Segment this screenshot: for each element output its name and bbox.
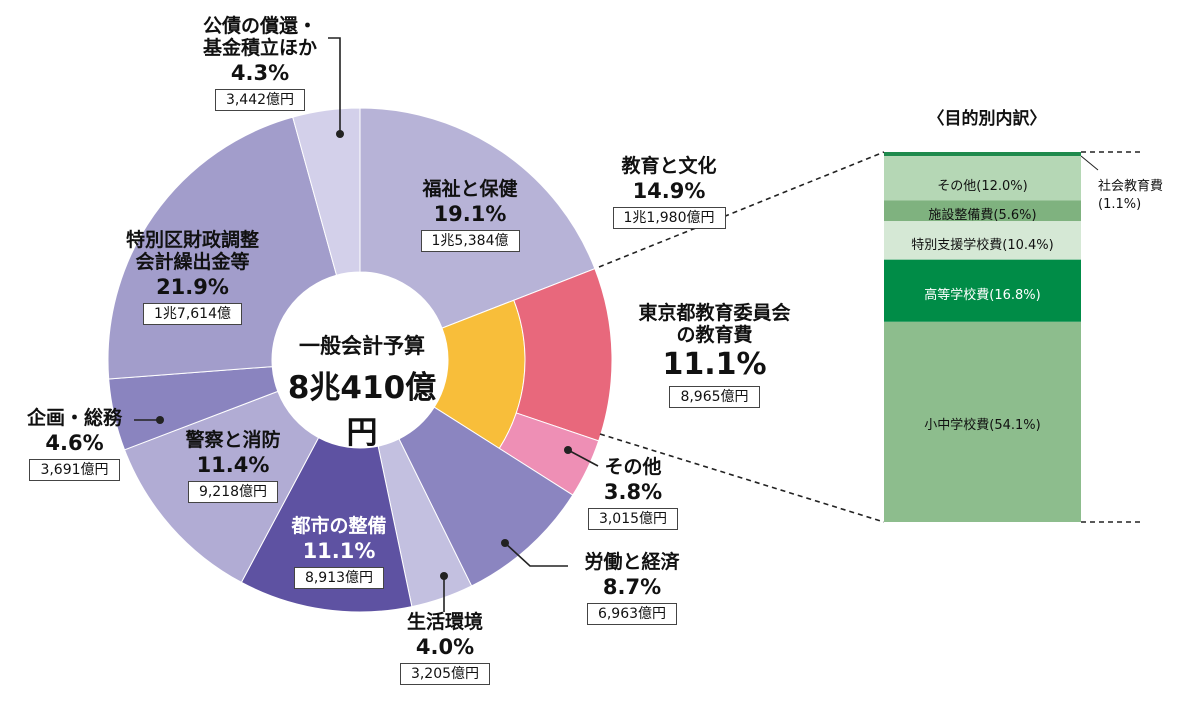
seg-label-elementary: 小中学校費(54.1%) <box>924 417 1041 433</box>
label-special: 特別区財政調整 会計繰出金等 21.9% 1兆7,614億 <box>100 229 285 325</box>
label-env: 生活環境 4.0% 3,205億円 <box>375 611 515 686</box>
leader-dot-debt <box>336 130 344 138</box>
bar-segment-5 <box>884 321 1081 522</box>
leader-dot-labor <box>501 539 509 547</box>
bar-segment-3 <box>884 221 1081 260</box>
label-other-name: その他 <box>604 456 662 478</box>
center-total: 8兆410億円 <box>287 370 437 451</box>
label-urban: 都市の整備 11.1% 8,913億円 <box>274 515 404 590</box>
label-education: 教育と文化 14.9% 1兆1,980億円 <box>594 155 744 230</box>
label-debt-amount: 3,442億円 <box>214 88 306 111</box>
label-other: その他 3.8% 3,015億円 <box>568 456 698 531</box>
leader-dot-env <box>440 572 448 580</box>
label-env-name: 生活環境 <box>406 611 483 633</box>
label-education-name: 教育と文化 <box>621 155 717 177</box>
label-special-pct: 21.9% <box>156 274 229 299</box>
donut-hole <box>272 272 448 448</box>
center-title: 一般会計予算 <box>299 334 425 358</box>
label-special-name: 特別区財政調整 会計繰出金等 <box>125 229 259 273</box>
label-board-pct: 11.1% <box>662 346 767 382</box>
leader-dot-planning <box>156 416 164 424</box>
label-welfare-name: 福祉と保健 <box>422 178 518 200</box>
label-special-amount: 1兆7,614億 <box>143 302 242 325</box>
center-label: 一般会計予算 8兆410億円 <box>282 330 442 452</box>
label-debt: 公債の償還・ 基金積立ほか 4.3% 3,442億円 <box>190 15 330 111</box>
label-police-name: 警察と消防 <box>185 429 281 451</box>
breakdown-bar <box>884 152 1081 522</box>
label-police-pct: 11.4% <box>196 452 270 477</box>
label-planning-pct: 4.6% <box>45 430 104 455</box>
connector-top <box>598 151 885 268</box>
label-urban-amount: 8,913億円 <box>293 566 385 590</box>
label-welfare-pct: 19.1% <box>433 201 507 226</box>
seg-label-facility: 施設整備費(5.6%) <box>928 207 1037 223</box>
label-planning-name: 企画・総務 <box>26 407 122 429</box>
label-board-amount: 8,965億円 <box>669 386 760 409</box>
leader-labor <box>504 542 568 567</box>
label-debt-pct: 4.3% <box>230 60 290 85</box>
leader-dot-other <box>564 446 572 454</box>
seg-label-other: その他(12.0%) <box>937 178 1028 194</box>
label-debt-name: 公債の償還・ 基金積立ほか <box>202 15 317 59</box>
breakdown-title: 〈目的別内訳〉 <box>927 109 1047 129</box>
label-police-amount: 9,218億円 <box>187 480 279 504</box>
label-education-amount: 1兆1,980億円 <box>612 206 726 230</box>
bar-segment-0 <box>884 152 1081 157</box>
label-labor: 労働と経済 8.7% 6,963億円 <box>562 551 702 626</box>
bar-segment-2 <box>884 200 1081 222</box>
bar-segment-4 <box>884 259 1081 322</box>
label-urban-pct: 11.1% <box>302 538 376 563</box>
seg-label-social: 社会教育費 (1.1%) <box>1098 179 1164 212</box>
label-education-pct: 14.9% <box>632 178 706 203</box>
seg-label-high-school: 高等学校費(16.8%) <box>924 287 1041 303</box>
leader-other <box>567 449 599 467</box>
label-planning-amount: 3,691億円 <box>29 458 120 482</box>
label-planning: 企画・総務 4.6% 3,691億円 <box>12 407 137 482</box>
label-env-amount: 3,205億円 <box>399 662 491 686</box>
leader-social <box>1080 155 1099 171</box>
label-labor-name: 労働と経済 <box>584 551 680 573</box>
label-other-amount: 3,015億円 <box>587 507 679 531</box>
leader-debt <box>328 37 341 132</box>
bar-segment-1 <box>884 156 1081 201</box>
label-welfare: 福祉と保健 19.1% 1兆5,384億 <box>400 178 540 253</box>
label-police: 警察と消防 11.4% 9,218億円 <box>163 429 303 504</box>
label-other-pct: 3.8% <box>603 479 663 504</box>
label-env-pct: 4.0% <box>415 634 475 659</box>
seg-label-special-school: 特別支援学校費(10.4%) <box>911 237 1054 253</box>
label-board-name: 東京都教育委員会 の教育費 <box>638 302 791 346</box>
slice-education-board <box>513 268 613 442</box>
label-labor-amount: 6,963億円 <box>586 602 678 626</box>
leader-lines <box>134 37 1140 612</box>
connector-bottom <box>599 433 885 523</box>
label-welfare-amount: 1兆5,384億 <box>420 229 520 253</box>
label-urban-name: 都市の整備 <box>291 515 387 537</box>
label-labor-pct: 8.7% <box>602 574 662 599</box>
label-board: 東京都教育委員会 の教育費 11.1% 8,965億円 <box>612 302 817 409</box>
